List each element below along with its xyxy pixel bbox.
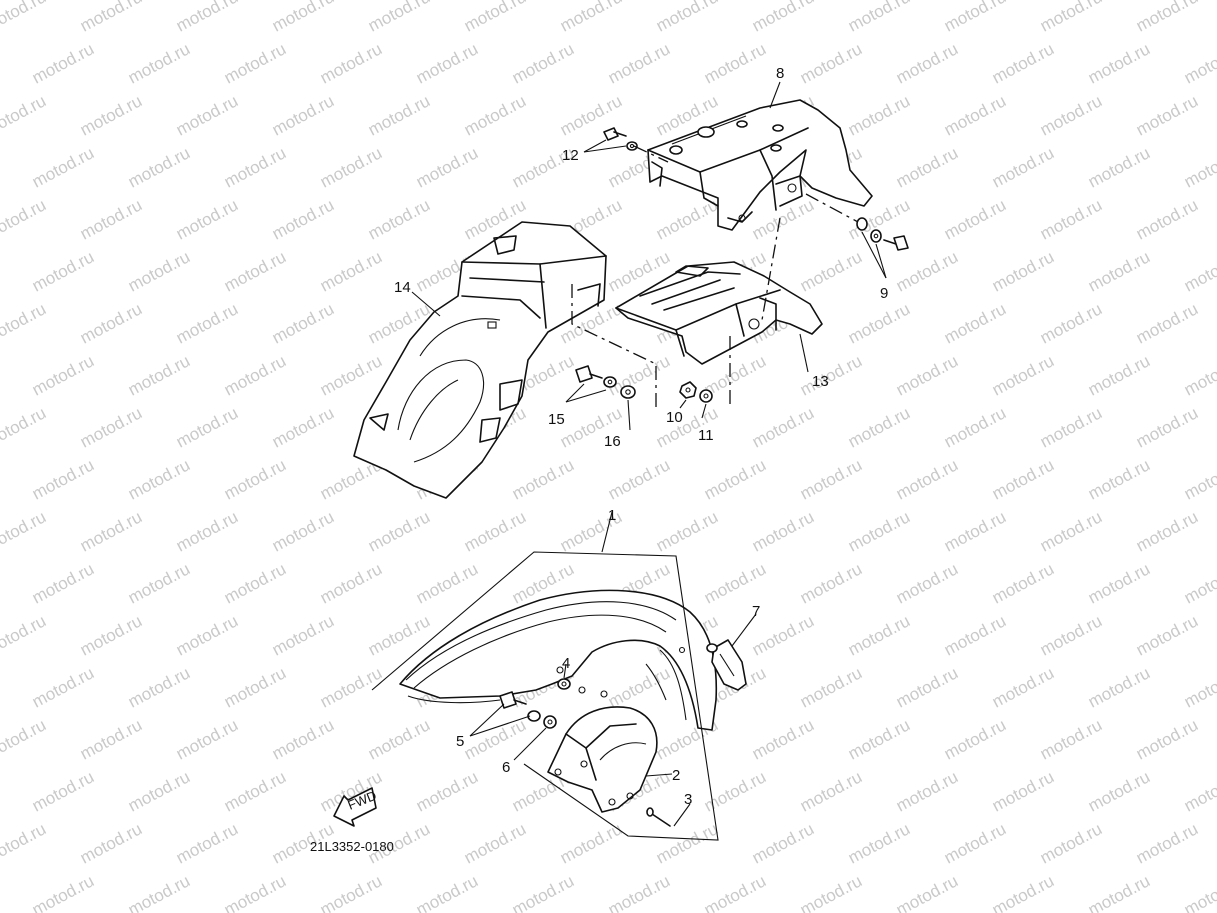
callout-5: 5 bbox=[456, 733, 464, 750]
part-4-nut bbox=[557, 678, 571, 690]
callout-8: 8 bbox=[776, 65, 784, 82]
part-15-bolt-washer bbox=[575, 365, 617, 388]
callout-15: 15 bbox=[548, 411, 565, 428]
callout-7: 7 bbox=[752, 603, 760, 620]
part-13-bracket bbox=[615, 261, 823, 365]
leader-lines bbox=[371, 81, 887, 841]
part-9-bolt-washers bbox=[856, 217, 909, 251]
part-7-reflector bbox=[706, 639, 747, 691]
part-1-front-fender bbox=[399, 589, 718, 731]
part-10-nut bbox=[679, 381, 697, 399]
callout-1: 1 bbox=[608, 507, 616, 524]
callout-13: 13 bbox=[812, 373, 829, 390]
callouts: 8 12 9 14 13 15 16 10 11 1 7 4 5 6 2 3 bbox=[394, 65, 888, 808]
callout-12: 12 bbox=[562, 147, 579, 164]
part-11-washer bbox=[699, 389, 713, 403]
callout-16: 16 bbox=[604, 433, 621, 450]
part-8-rear-cover bbox=[647, 99, 873, 231]
callout-11: 11 bbox=[698, 427, 714, 444]
fwd-arrow-icon: FWD bbox=[333, 787, 379, 827]
part-3-screw bbox=[646, 807, 671, 827]
diagram-code: 21L3352-0180 bbox=[310, 839, 394, 854]
callout-4: 4 bbox=[562, 655, 570, 672]
assembly-lines bbox=[571, 145, 859, 408]
part-2-fender-stay bbox=[547, 706, 658, 813]
callout-6: 6 bbox=[502, 759, 510, 776]
part-14-inner-fender bbox=[353, 221, 607, 499]
part-16-washer bbox=[620, 385, 636, 399]
callout-2: 2 bbox=[672, 767, 680, 784]
part-5-bolts bbox=[499, 691, 541, 722]
callout-10: 10 bbox=[666, 409, 683, 426]
callout-3: 3 bbox=[684, 791, 692, 808]
part-12-bolt-washer bbox=[603, 127, 638, 151]
callout-14: 14 bbox=[394, 279, 411, 296]
callout-9: 9 bbox=[880, 285, 888, 302]
part-6-washer bbox=[543, 715, 557, 729]
